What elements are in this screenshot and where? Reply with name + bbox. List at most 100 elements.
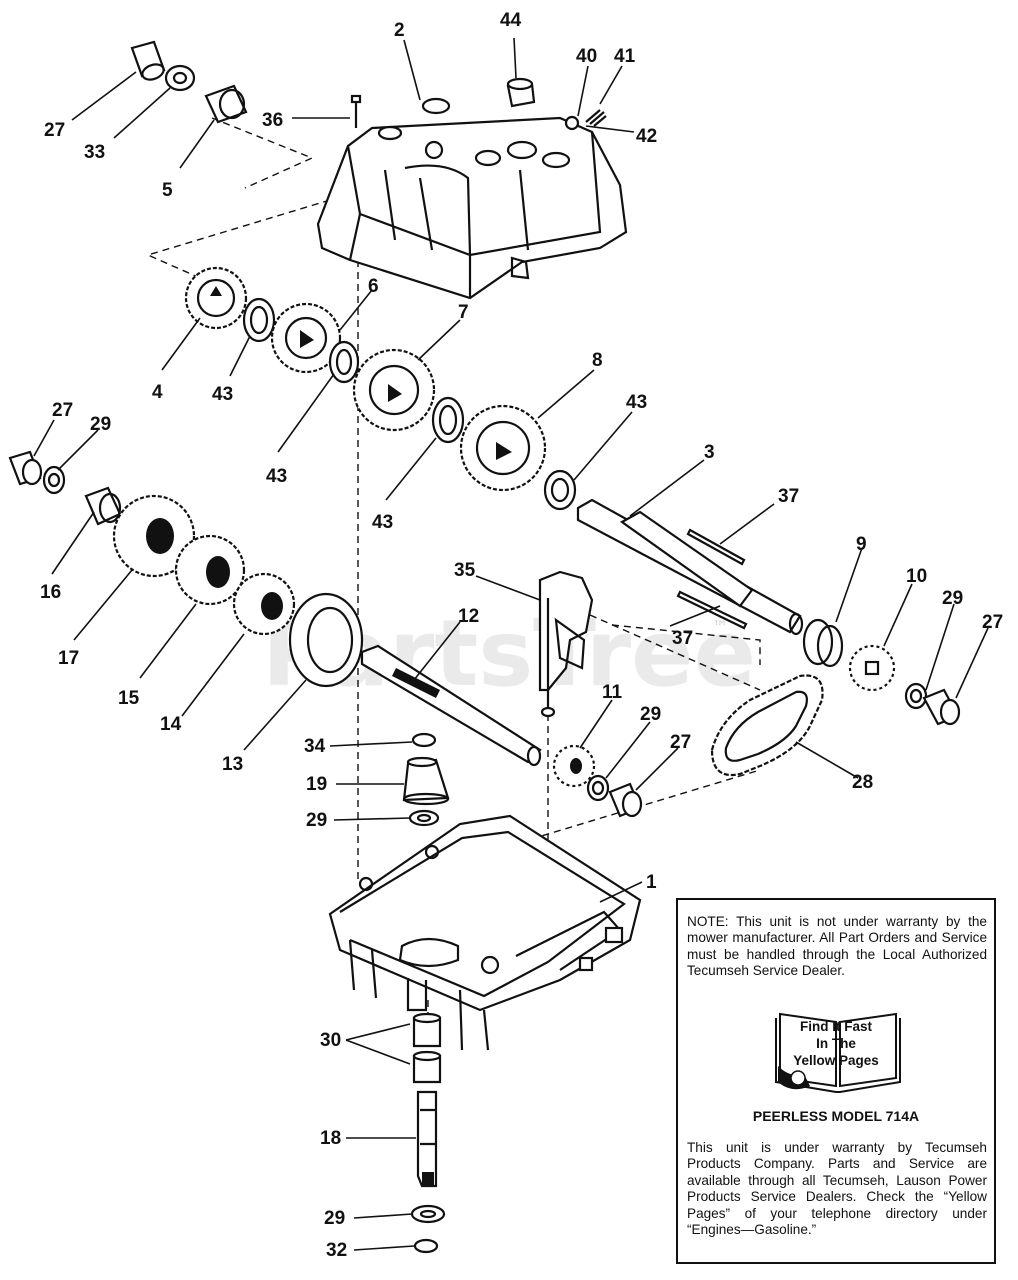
washer-part-29-lower	[408, 809, 440, 827]
washer-part-29-right	[904, 682, 928, 710]
callout-36: 36	[262, 110, 283, 131]
shifter-part-35	[538, 570, 594, 718]
model-title: PEERLESS MODEL 714A	[752, 1108, 920, 1124]
callout-37-upper: 37	[778, 486, 799, 507]
callout-32: 32	[326, 1240, 347, 1261]
callout-29-middle: 29	[640, 704, 661, 725]
chain-part-28	[710, 674, 824, 777]
washer-part-43-c	[431, 396, 465, 444]
callout-28: 28	[852, 772, 873, 793]
bushing-part-27-right	[922, 688, 961, 726]
callout-43-b: 43	[266, 466, 287, 487]
yellow-pages-book-icon	[775, 1012, 901, 1093]
callout-43-c: 43	[372, 512, 393, 533]
ring-part-34	[411, 732, 437, 748]
gear-part-14	[232, 572, 296, 636]
callout-35: 35	[454, 560, 476, 581]
callout-19: 19	[306, 774, 327, 795]
housing-base	[328, 814, 642, 1051]
collar-part-9	[802, 618, 844, 668]
callout-43-a: 43	[212, 384, 233, 405]
warranty-note-text: NOTE: This unit is not under warranty by…	[687, 914, 987, 979]
shaft-part-18	[416, 1090, 438, 1188]
warranty-info-text: This unit is under warranty by Tecumseh …	[687, 1140, 987, 1238]
callout-5: 5	[162, 180, 173, 201]
callout-4: 4	[152, 382, 163, 403]
shaft-part-3	[576, 498, 804, 636]
bushing-part-27-middle	[608, 782, 643, 818]
callout-37-lower: 37	[672, 628, 693, 649]
bolt-part-36	[350, 94, 362, 128]
callout-43-d: 43	[626, 392, 647, 413]
bushing-part-27-top	[130, 40, 166, 81]
bearing-part-5	[204, 84, 248, 124]
housing-cover	[316, 97, 628, 300]
slogan-line-3: Yellow Pages	[793, 1053, 879, 1068]
gear-part-4	[184, 266, 248, 330]
key-part-37-lower	[676, 590, 748, 630]
gear-part-15	[174, 534, 246, 606]
leader-lines	[33, 37, 989, 1251]
sprocket-part-10	[848, 644, 896, 692]
callout-6: 6	[368, 276, 379, 297]
bearing-part-16	[84, 486, 122, 526]
gear-part-17	[112, 494, 196, 578]
washer-part-43-b	[328, 340, 360, 384]
warranty-notice-box: NOTE: This unit is not under warranty by…	[676, 898, 996, 1264]
callout-27-right: 27	[982, 612, 1003, 633]
needle-bearing-part-30-upper	[412, 1012, 442, 1048]
washer-part-33	[164, 64, 196, 92]
callout-13: 13	[222, 754, 243, 775]
callout-labels: 44 2 40 41 42 36 27 33 5 6 4 43 7 43 8 4…	[40, 10, 1003, 1261]
callout-29-bottom: 29	[324, 1208, 345, 1229]
callout-15: 15	[118, 688, 140, 709]
callout-29-lower: 29	[306, 810, 327, 831]
slogan-line-1: Find It Fast	[800, 1019, 872, 1034]
callout-16: 16	[40, 582, 61, 603]
callout-17: 17	[58, 648, 79, 669]
callout-9: 9	[856, 534, 867, 555]
shaft-part-12	[360, 644, 542, 767]
callout-27-top: 27	[44, 120, 65, 141]
callout-29-right: 29	[942, 588, 963, 609]
callout-2: 2	[394, 20, 405, 41]
gear-part-8	[459, 404, 547, 492]
callout-40: 40	[576, 46, 597, 67]
callout-44: 44	[500, 10, 522, 31]
callout-1: 1	[646, 872, 657, 893]
washer-part-29-left	[42, 465, 66, 495]
callout-41: 41	[614, 46, 636, 67]
bushing-part-27-left	[8, 450, 43, 486]
key-part-37-upper	[686, 528, 746, 566]
washer-part-43-a	[242, 297, 276, 343]
gear-part-13	[288, 592, 364, 688]
slogan-line-2: In The	[816, 1036, 856, 1051]
callout-11: 11	[602, 682, 623, 703]
needle-bearing-part-30-lower	[412, 1050, 442, 1084]
ball-part-40	[564, 115, 580, 131]
washer-part-29-bottom	[410, 1204, 446, 1224]
callout-14: 14	[160, 714, 182, 735]
yellow-pages-slogan: Find It Fast In The Yellow Pages	[790, 1018, 882, 1069]
callout-42: 42	[636, 126, 657, 147]
washer-part-29-middle	[586, 774, 610, 802]
callout-33: 33	[84, 142, 105, 163]
callout-34: 34	[304, 736, 326, 757]
bevel-gear-part-19	[402, 756, 450, 806]
sprocket-part-11	[552, 744, 596, 788]
callout-27-left: 27	[52, 400, 73, 421]
callout-29-left: 29	[90, 414, 111, 435]
callout-30: 30	[320, 1030, 341, 1051]
spring-part-41	[585, 109, 607, 127]
callout-3: 3	[704, 442, 715, 463]
gear-part-7	[352, 348, 436, 432]
callout-10: 10	[906, 566, 927, 587]
retaining-ring-part-32	[413, 1238, 439, 1254]
washer-part-43-d	[543, 469, 577, 511]
callout-7: 7	[458, 302, 469, 323]
plug-part-44	[506, 77, 536, 108]
callout-18: 18	[320, 1128, 341, 1149]
watermark-trademark: ™	[712, 617, 728, 636]
callout-8: 8	[592, 350, 603, 371]
callout-27-middle: 27	[670, 732, 691, 753]
